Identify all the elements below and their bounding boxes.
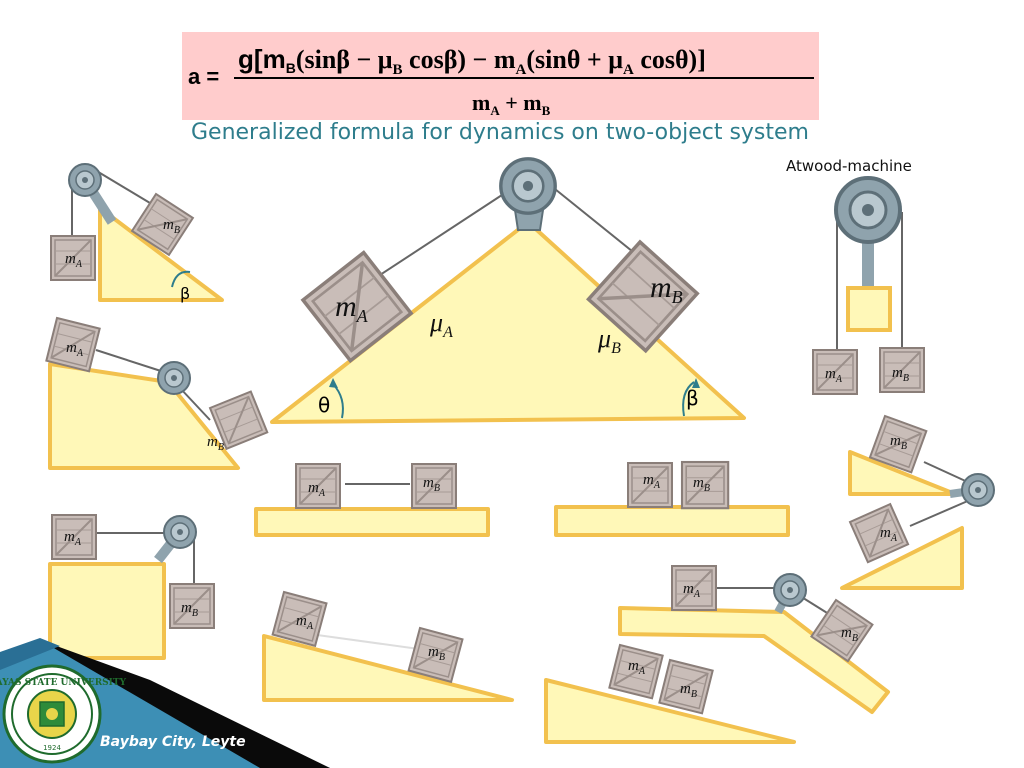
pulley-icon <box>68 163 102 197</box>
beta-arc <box>171 270 191 288</box>
flat-surface <box>554 505 790 537</box>
rope-r-a <box>909 499 971 527</box>
diagram-top-left: mA mB β <box>50 163 224 303</box>
pulley-icon <box>157 361 191 395</box>
beta-arc <box>682 381 695 417</box>
rope-tl-b <box>94 169 151 204</box>
label-mA: mA <box>628 658 646 677</box>
atwood-pulley-icon <box>834 176 902 244</box>
flat-surface <box>254 507 490 537</box>
label-mB: mB <box>693 475 710 494</box>
atwood-machine-label: Atwood-machine <box>786 157 912 175</box>
label-beta: β <box>180 284 190 303</box>
label-mA: mA <box>64 529 82 548</box>
label-mB: mB <box>650 271 683 307</box>
diagram-incline-connected: mA mB <box>262 591 514 702</box>
pulley-icon <box>773 573 807 607</box>
label-mB: mB <box>892 365 909 384</box>
pulley-icon <box>163 515 197 549</box>
label-mB: mB <box>163 217 180 236</box>
label-mA: mA <box>65 251 83 270</box>
label-mA: mA <box>683 581 701 600</box>
diagram-right-double-incline: mB mA <box>840 415 995 590</box>
crate-mB <box>169 583 215 629</box>
label-mA: mA <box>308 480 326 499</box>
ramp-top-left <box>98 206 224 302</box>
formula-lhs: a = <box>188 64 219 89</box>
label-mA: mA <box>66 340 84 359</box>
diagram-left-lower: mA mB <box>48 514 215 660</box>
ramp-left-middle <box>48 362 240 470</box>
label-mA: mA <box>643 472 661 491</box>
diagram-atwood: mA mB <box>812 176 925 395</box>
diagram-left-middle: mA mB <box>45 317 269 470</box>
footer-location: Baybay City, Leyte <box>100 734 246 750</box>
ramp-lower-left <box>262 634 514 702</box>
label-mB: mB <box>890 433 907 452</box>
label-mA: mA <box>296 613 314 632</box>
label-beta: β <box>686 386 699 410</box>
central-pulley-icon <box>499 157 557 215</box>
crate-mA <box>671 565 717 611</box>
footer-black-stripe <box>40 640 330 768</box>
formula-numerator: g[mB(sinβ − μB cosβ) − mA(sinθ + μA cosθ… <box>238 44 706 78</box>
seal-text: VISAYAS STATE UNIVERSITY <box>0 678 127 688</box>
diagram-bent-track: mA mB <box>618 565 890 714</box>
label-mB: mB <box>841 625 858 644</box>
rope-lm-a <box>95 349 165 373</box>
theta-arrow-icon <box>329 378 338 388</box>
ramp-right-upper <box>848 450 957 496</box>
label-muA: μA <box>429 308 453 341</box>
label-muB: μB <box>597 324 621 357</box>
label-mB: mB <box>423 475 440 494</box>
rope-r-b <box>923 461 973 485</box>
ramp-bottom <box>544 678 796 744</box>
beta-arrow-icon <box>692 378 700 388</box>
atwood-hanger <box>846 286 892 332</box>
central-double-incline: mA mB μA μB θ β <box>270 157 746 424</box>
crate-mB <box>209 390 269 450</box>
ramp-right-lower <box>840 526 964 590</box>
label-theta: θ <box>318 393 330 417</box>
subtitle: Generalized formula for dynamics on two-… <box>191 120 809 145</box>
rope-lm-b <box>179 387 211 421</box>
footer-accent <box>0 638 60 670</box>
label-mB: mB <box>680 681 697 700</box>
formula-denominator: mA + mB <box>472 90 551 118</box>
rope-left <box>379 192 506 276</box>
label-mB: mB <box>181 600 198 619</box>
formula-graphic: a = g[mB(sinβ − μB cosβ) − mA(sinθ + μA … <box>188 44 814 118</box>
rope-incline <box>309 633 427 651</box>
label-mB: mB <box>428 644 445 663</box>
pulley-icon <box>961 473 995 507</box>
seal-year: 1924 <box>43 744 61 752</box>
diagram-horizontal-contact: mA mB <box>554 460 790 537</box>
label-mB: mB <box>207 434 224 453</box>
diagram-horizontal-rope: mA mB <box>254 463 490 537</box>
formula-box: a = g[mB(sinβ − μB cosβ) − mA(sinθ + μA … <box>182 32 819 120</box>
label-mA: mA <box>880 525 898 544</box>
diagram-incline-contact: mA mB <box>544 644 796 744</box>
footer-band: VISAYAS STATE UNIVERSITY 1924 <box>0 638 330 768</box>
label-mA: mA <box>335 290 369 326</box>
university-seal: VISAYAS STATE UNIVERSITY 1924 <box>0 664 127 764</box>
table-block <box>48 562 166 660</box>
label-mA: mA <box>825 366 843 385</box>
bent-track <box>618 606 890 714</box>
